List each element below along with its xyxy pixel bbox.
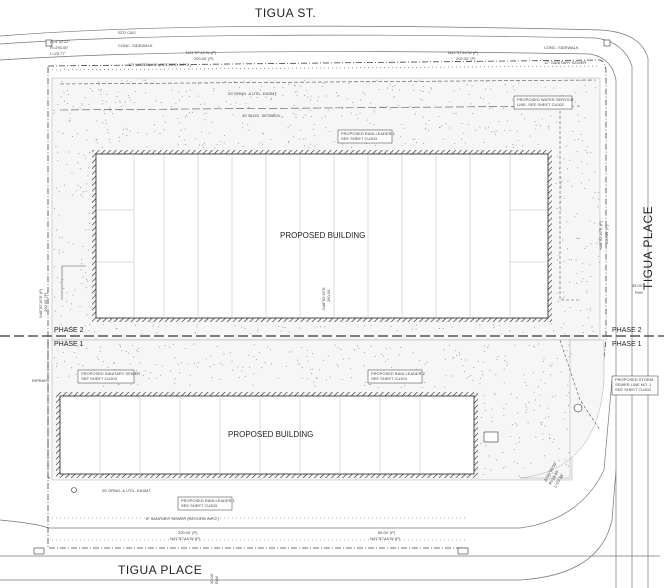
- svg-text:PROPOSED RAIN LEADER 1: PROPOSED RAIN LEADER 1: [181, 498, 236, 503]
- east-dist: 200.00' (P): [604, 224, 609, 244]
- util-easement-top: 20' DRNG. & UTIL. EASMT.: [228, 91, 277, 96]
- svg-text:SEWER LINE NO. 1: SEWER LINE NO. 1: [615, 382, 652, 387]
- dist-top-right: 200.00' (P): [456, 56, 476, 61]
- svg-text:SEE SHEET CU303: SEE SHEET CU303: [181, 503, 218, 508]
- street-edges: [0, 25, 660, 588]
- svg-text:SEE SHEET CU302: SEE SHEET CU302: [615, 387, 652, 392]
- svg-text:PROPOSED RAIN LEADER 1: PROPOSED RAIN LEADER 1: [341, 131, 396, 136]
- phase1-left-label: PHASE 1: [54, 341, 84, 348]
- row-width-east: 35.00': [632, 283, 643, 288]
- callout-rain-leader-bottom: PROPOSED RAIN LEADER 1 SEE SHEET CU303: [177, 496, 236, 511]
- row-label-east: R/W: [635, 290, 643, 295]
- phase1-right-label: PHASE 1: [612, 341, 642, 348]
- west-dist: 200.00' (P): [43, 292, 48, 312]
- svg-text:PROPOSED SANITARY SEWER: PROPOSED SANITARY SEWER: [81, 371, 140, 376]
- phase2-left-label: PHASE 2: [54, 327, 84, 334]
- bearing-bottom-left: N41°57'44"W (P): [170, 536, 201, 541]
- riprap-note: RIPRAP: [32, 378, 47, 383]
- dist-bottom-left: 200.00' (P): [178, 530, 198, 535]
- callout-rain-leader-2: PROPOSED RAIN LEADER 2 SEE SHEET CU304: [367, 369, 426, 384]
- sanitary-record-bottom: 8" SANITARY SEWER (RECORD INFO.): [146, 516, 220, 521]
- stipple-texture: [53, 79, 600, 478]
- street-label-north: TIGUA ST.: [255, 6, 316, 20]
- bearing-top-right: N41°57'44"W (P): [448, 50, 479, 55]
- lower-building-label: PROPOSED BUILDING: [228, 430, 313, 439]
- bearing-top-left: N41°57'44"W (P): [186, 50, 217, 55]
- site-structures: [33, 39, 611, 555]
- lower-building: [56, 392, 478, 478]
- street-label-east: TIGUA PLACE: [641, 206, 655, 290]
- curve-delta: Δ=5°02'22": [50, 39, 70, 44]
- utility-lines: [47, 65, 601, 541]
- center-dist: 260.00': [326, 289, 331, 302]
- bearing-bottom-right: N41°57'44"W (P): [370, 536, 401, 541]
- street-label-south: TIGUA PLACE: [118, 563, 202, 577]
- center-bearing: N48°02'16"E: [321, 287, 326, 310]
- svg-text:LINE, SEE SHEET CU302: LINE, SEE SHEET CU302: [517, 102, 565, 107]
- dist-bottom-right: 85.00' (P): [378, 530, 396, 535]
- svg-text:PROPOSED RAIN LEADER 2: PROPOSED RAIN LEADER 2: [371, 371, 426, 376]
- conc-sidewalk-right-note: CONC. SIDEWALK: [544, 45, 579, 50]
- callout-sanitary-sewer: PROPOSED SANITARY SEWER SEE SHEET CU303: [77, 369, 140, 384]
- row-label-south: R/W: [214, 576, 219, 584]
- waterline-note: 12" WATERLINE (RECORD INFO.): [128, 62, 191, 67]
- svg-text:PROPOSED STORM: PROPOSED STORM: [615, 377, 653, 382]
- callout-water-service: PROPOSED WATER SERVICE LINE, SEE SHEET C…: [513, 95, 574, 110]
- curve-radius: R=293.00': [50, 45, 68, 50]
- svg-text:PROPOSED WATER SERVICE: PROPOSED WATER SERVICE: [517, 97, 574, 102]
- upper-building: [92, 150, 552, 322]
- callout-rain-leader-1: PROPOSED RAIN LEADER 1 SEE SHEET CU303: [337, 129, 396, 144]
- svg-text:SEE SHEET CU303: SEE SHEET CU303: [341, 136, 378, 141]
- upper-building-label: PROPOSED BUILDING: [280, 231, 365, 240]
- east-bearing: N48°02'16"E (P): [598, 220, 603, 250]
- sanitary-top-note: 12" SANITARY SEWER: [544, 60, 586, 65]
- bldg-setback-note: 40' BLDG. SETBACK: [242, 113, 280, 118]
- row-width-south: 30.00': [209, 573, 214, 584]
- curve-length: L=25.77': [50, 51, 66, 56]
- conc-sidewalk-left-note: CONC. SIDEWALK: [118, 43, 153, 48]
- phase2-right-label: PHASE 2: [612, 327, 642, 334]
- util-easement-bottom: 20' DRNG. & UTIL. EASMT.: [102, 488, 151, 493]
- svg-text:SEE SHEET CU304: SEE SHEET CU304: [371, 376, 408, 381]
- dist-top-left: 200.00' (P): [194, 56, 214, 61]
- svg-text:SEE SHEET CU303: SEE SHEET CU303: [81, 376, 118, 381]
- callout-storm-sewer: PROPOSED STORM SEWER LINE NO. 1 SEE SHEE…: [611, 375, 659, 396]
- west-bearing: N48°02'16"E (P): [38, 288, 43, 318]
- std-cg-note: STD C&G: [118, 30, 136, 35]
